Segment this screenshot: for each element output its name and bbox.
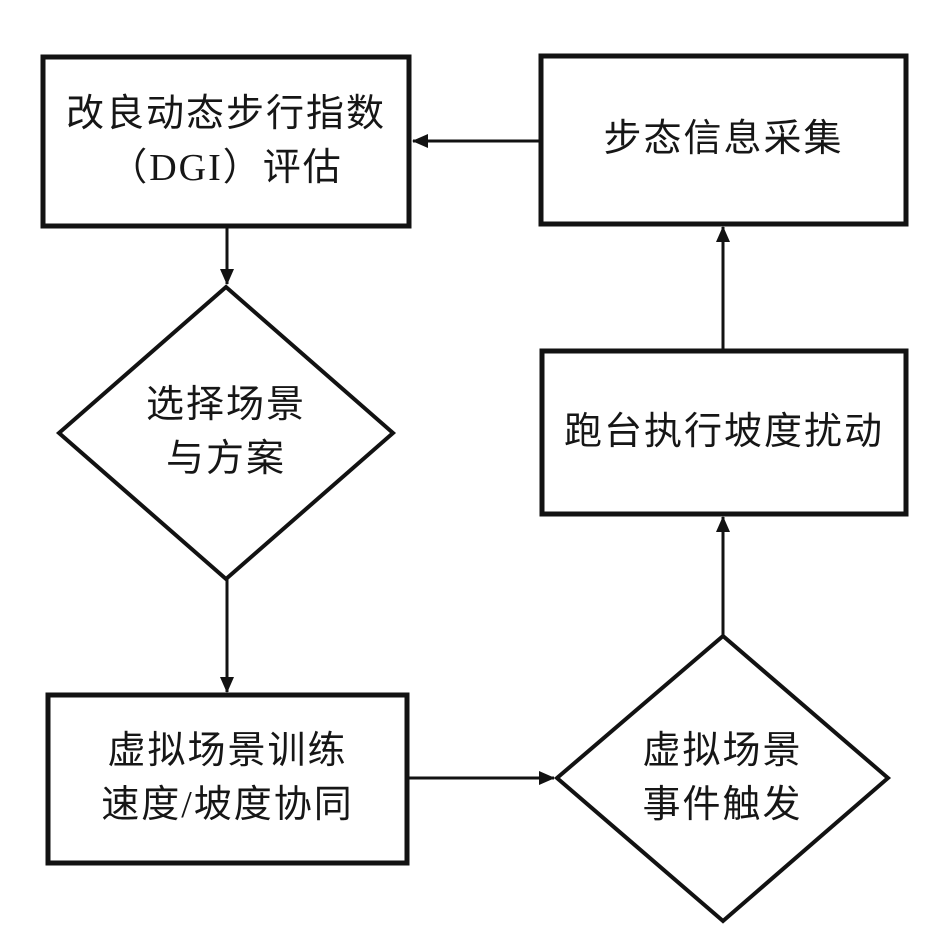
decision-diamond-select-scene — [55, 284, 397, 582]
process-box-virtual-training — [45, 692, 410, 866]
process-box-dgi-assessment — [40, 54, 412, 229]
process-box-treadmill-slope — [539, 348, 909, 517]
process-box-gait-collection — [538, 53, 909, 227]
decision-diamond-virtual-event — [553, 633, 892, 924]
